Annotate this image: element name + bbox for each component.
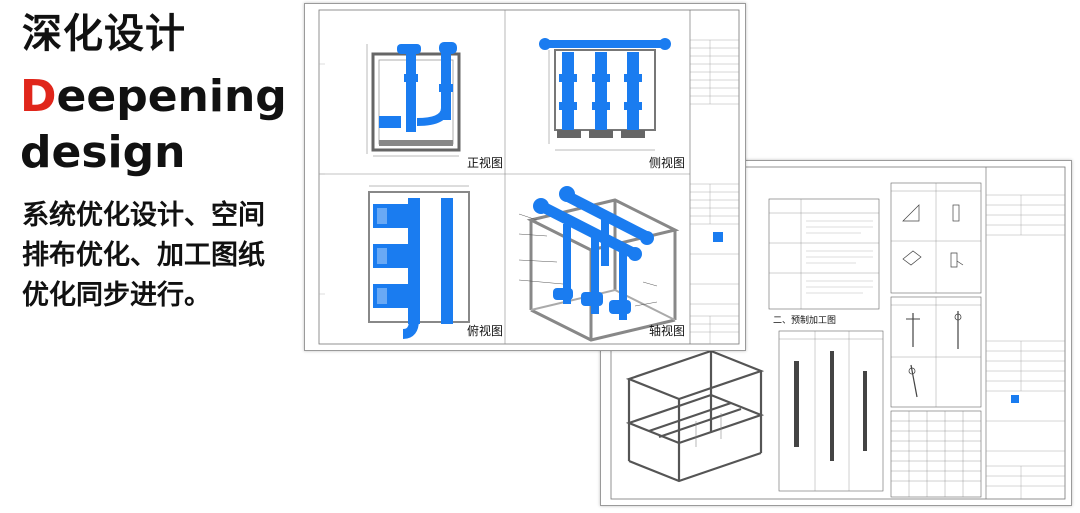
section-title: 二、预制加工图 — [773, 316, 837, 326]
view-label-side: 侧视图 — [649, 156, 686, 170]
view-label-axonometric: 轴视图 — [649, 324, 686, 338]
description-text: 系统优化设计、空间排布优化、加工图纸优化同步进行。 — [22, 200, 265, 311]
english-title-initial: D — [20, 71, 57, 122]
views-drawing-graphic — [318, 9, 740, 345]
english-title-rest: eepening — [56, 71, 287, 122]
view-label-top: 俯视图 — [467, 324, 504, 338]
views-drawing-sheet: 正视图 侧视图 俯视图 轴视图 — [304, 3, 746, 351]
english-title-line2: design — [20, 127, 186, 178]
english-title-line1: Deepening — [20, 72, 287, 122]
page-title: 深化设计 — [22, 11, 186, 57]
view-label-front: 正视图 — [467, 156, 504, 170]
